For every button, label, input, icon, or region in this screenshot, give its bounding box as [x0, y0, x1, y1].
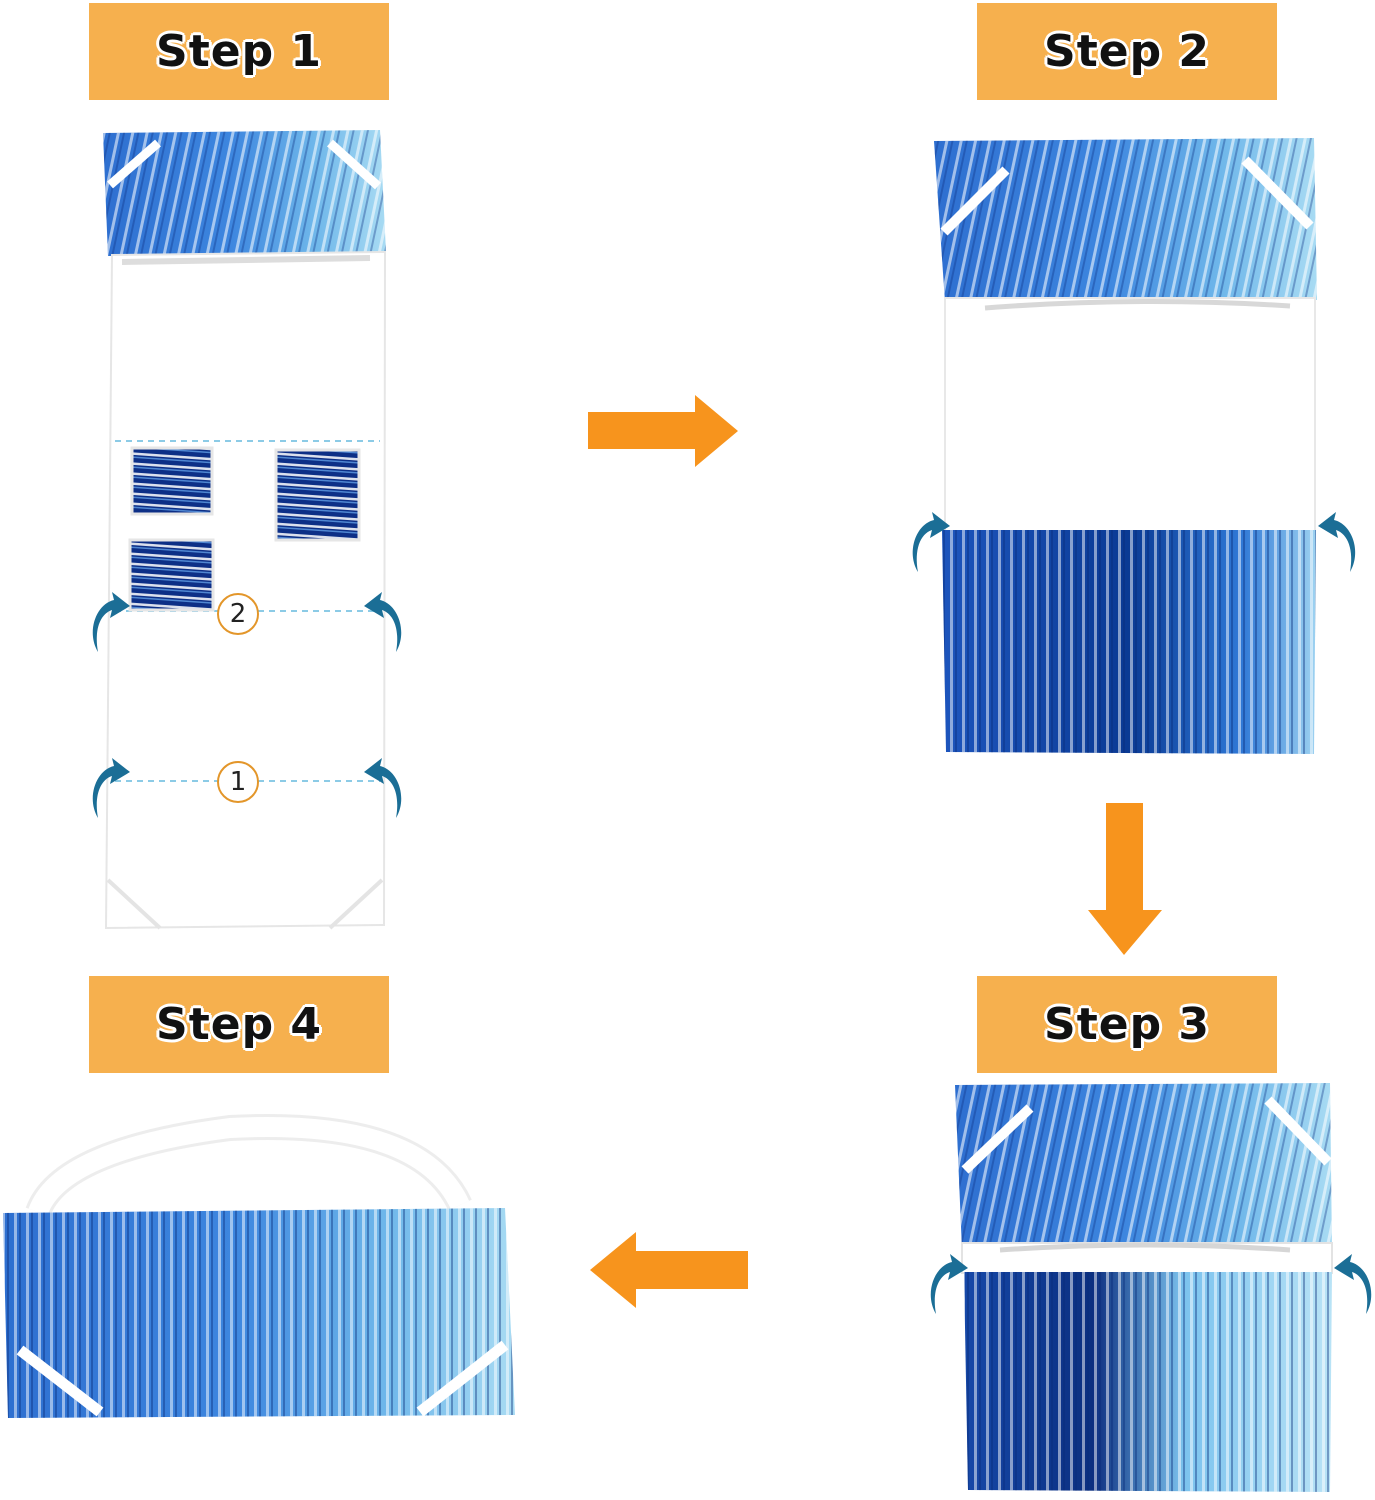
step-4-label: Step 4 [156, 999, 322, 1050]
step-2-label: Step 2 [1044, 26, 1210, 77]
fold-marker-1-label: 1 [229, 767, 247, 797]
pocket-right [274, 448, 361, 542]
fold-arrow-left-upper [92, 592, 130, 652]
step-1-label: Step 1 [156, 26, 322, 77]
step-3-banner: Step 3 [977, 976, 1277, 1073]
flow-arrow-left [590, 1232, 748, 1308]
fold-marker-2-label: 2 [229, 599, 247, 629]
fold-arrow-right [1318, 512, 1356, 572]
step-2-banner: Step 2 [977, 3, 1277, 100]
step-1-towel [103, 130, 387, 930]
step-3-towel [955, 1083, 1333, 1492]
step-4-banner: Step 4 [89, 976, 389, 1073]
fold-arrow-left [912, 512, 950, 572]
step-4-bag [3, 1113, 515, 1418]
fold-arrow-right-lower [364, 758, 402, 818]
flow-arrow-down [1088, 803, 1162, 955]
step-1-banner: Step 1 [89, 3, 389, 100]
step-2-towel [934, 138, 1317, 754]
fold-marker-1: 1 [217, 761, 259, 803]
fold-arrow-left-lower [92, 758, 130, 818]
step-1-white-body [104, 250, 387, 930]
step-2-white-panel [944, 297, 1316, 533]
step-2-fold-arrows [912, 512, 1356, 572]
fold-marker-2: 2 [217, 593, 259, 635]
step-3-fold-arrows [930, 1254, 1372, 1314]
fold-arrow-left [930, 1254, 968, 1314]
step-1-fold-arrows [92, 592, 402, 818]
flow-arrow-right [588, 395, 738, 467]
pocket-left-bottom [128, 538, 215, 612]
fold-arrow-right-upper [364, 592, 402, 652]
pocket-left-top [130, 446, 214, 516]
fold-arrow-right [1334, 1254, 1372, 1314]
step-3-label: Step 3 [1044, 999, 1210, 1050]
